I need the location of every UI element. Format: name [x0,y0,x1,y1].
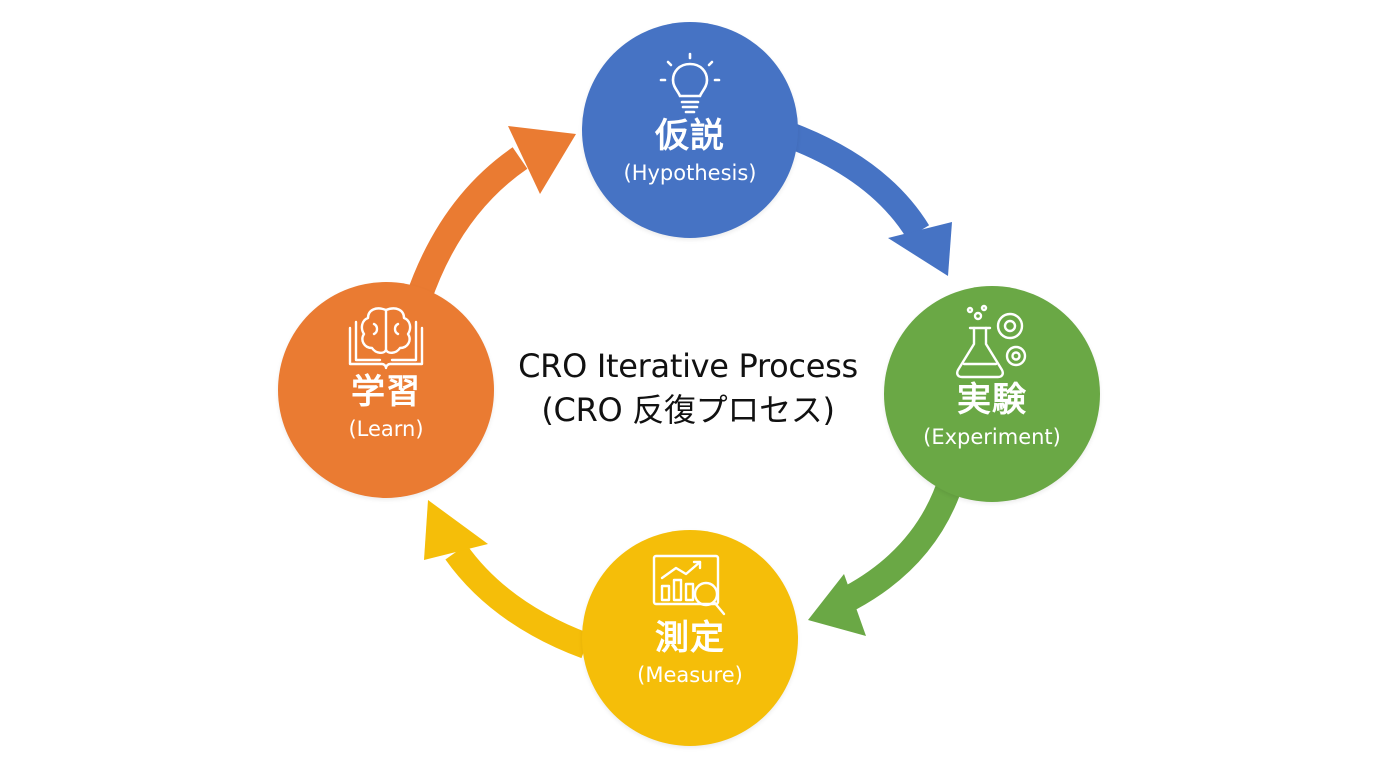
stage-learn-en: (Learn) [348,417,424,441]
title-jp: (CRO 反復プロセス) [541,391,835,429]
brain-book-icon [348,307,424,370]
arrow-measure-to-learn [424,500,591,659]
stage-hypothesis-en: (Hypothesis) [623,161,757,185]
diagram-title: CRO Iterative Process (CRO 反復プロセス) [478,344,898,432]
chart-magnifier-icon [652,554,726,616]
arrow-experiment-to-measure [808,473,965,636]
stage-measure-jp: 測定 [655,618,725,658]
title-en: CRO Iterative Process [518,347,858,385]
stage-experiment: 実験 (Experiment) [884,286,1100,502]
lightbulb-icon [659,52,721,114]
stage-measure: 測定 (Measure) [582,530,798,746]
stage-hypothesis-jp: 仮説 [655,116,725,156]
stage-hypothesis: 仮説 (Hypothesis) [582,22,798,238]
stage-learn-jp: 学習 [351,372,421,412]
arrow-learn-to-hypothesis [405,126,576,305]
flask-gears-icon [956,304,1027,379]
arrow-hypothesis-to-experiment [787,123,952,276]
stage-experiment-jp: 実験 [957,380,1027,420]
stage-experiment-en: (Experiment) [923,425,1061,449]
stage-learn: 学習 (Learn) [278,282,494,498]
stage-measure-en: (Measure) [637,663,743,687]
